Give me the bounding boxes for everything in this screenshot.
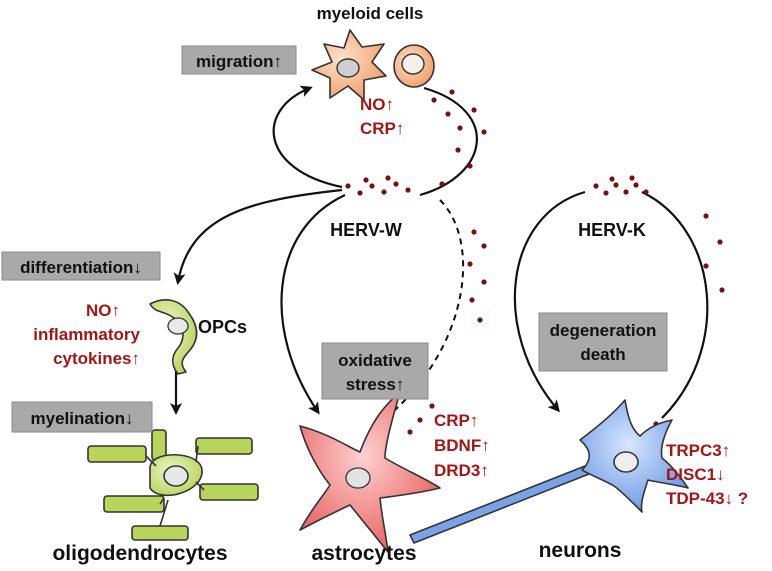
neuron-marker-disc1: DISC1↓ xyxy=(666,465,725,484)
myeloid-cell-round xyxy=(393,44,435,88)
oxidative-label-line2: stress↑ xyxy=(346,375,405,394)
herv-k-label: HERV-K xyxy=(578,220,646,240)
myeloid-marker-no: NO↑ xyxy=(360,95,394,114)
degeneration-label-line2: death xyxy=(580,345,625,364)
differentiation-box: differentiation↓ xyxy=(1,251,161,281)
opcs-label: OPCs xyxy=(198,317,247,337)
herv-w-loop-left xyxy=(272,85,343,189)
myelination-label: myelination↓ xyxy=(31,409,134,428)
astrocyte-marker-drd3: DRD3↑ xyxy=(434,461,489,480)
astrocyte-marker-crp: CRP↑ xyxy=(434,411,478,430)
opc-marker-cytokines: cytokines↑ xyxy=(53,349,140,368)
opc-cell xyxy=(149,299,198,375)
oligodendrocytes-label: oligodendrocytes xyxy=(52,542,227,565)
neurons-label: neurons xyxy=(539,539,622,562)
astrocytes-label: astrocytes xyxy=(311,542,416,565)
herv-particles xyxy=(345,89,725,473)
myeloid-cells-label: myeloid cells xyxy=(317,4,424,23)
dashed-path-astrocytes xyxy=(394,199,465,411)
myeloid-marker-crp: CRP↑ xyxy=(360,119,404,138)
astrocyte-cell xyxy=(299,391,441,553)
myelination-box: myelination↓ xyxy=(11,401,153,433)
herv-k-loop-left xyxy=(513,190,586,413)
herv-w-label: HERV-W xyxy=(330,220,402,240)
neuron-marker-tdp43: TDP-43↓ ? xyxy=(666,489,748,508)
arrow-to-opcs xyxy=(173,188,343,285)
arrow-to-astrocytes xyxy=(280,194,346,415)
herv-w-loop-right xyxy=(419,86,478,197)
migration-box: migration↑ xyxy=(181,45,297,75)
opc-marker-no: NO↑ xyxy=(86,301,120,320)
myeloid-cell-star xyxy=(311,29,387,101)
degeneration-label-line1: degeneration xyxy=(550,321,657,340)
herv-k-loop-right xyxy=(641,191,709,419)
differentiation-label: differentiation↓ xyxy=(20,258,142,277)
oxidative-label-line1: oxidative xyxy=(338,351,412,370)
oligodendrocyte-cell xyxy=(87,429,259,541)
opc-marker-inflammatory: inflammatory xyxy=(33,325,140,344)
neuron-marker-trpc3: TRPC3↑ xyxy=(666,441,730,460)
migration-label: migration↑ xyxy=(196,52,282,71)
neuron-cell xyxy=(409,399,689,544)
astrocyte-marker-bdnf: BDNF↑ xyxy=(434,436,490,455)
oxidative-stress-box: oxidative stress↑ xyxy=(321,342,429,400)
degeneration-box: degeneration death xyxy=(538,312,668,372)
